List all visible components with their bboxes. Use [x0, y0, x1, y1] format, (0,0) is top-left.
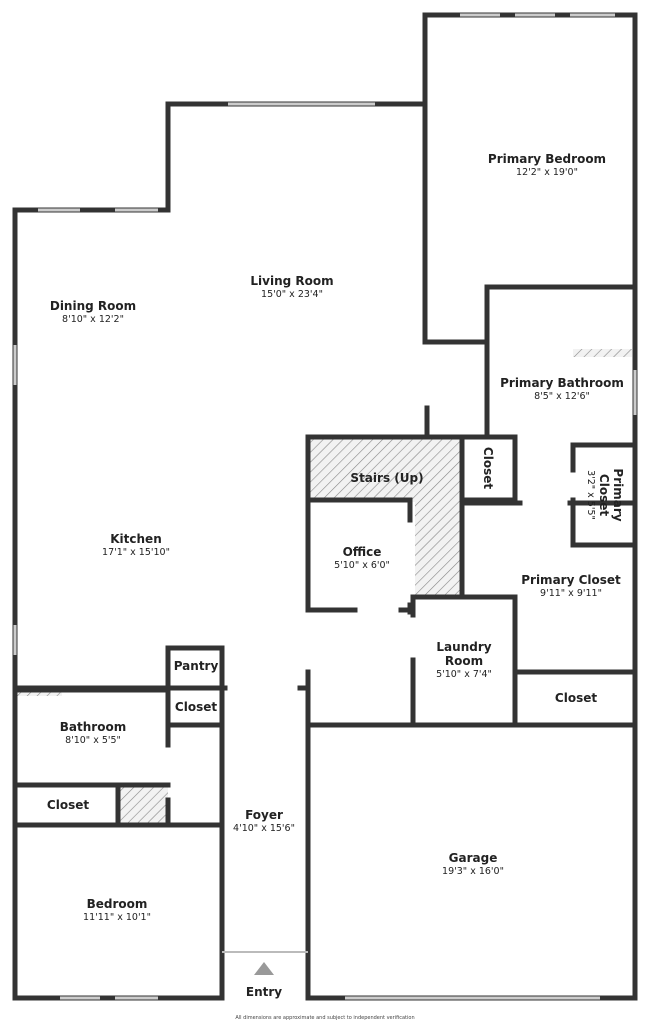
room-name: Stairs (Up) — [350, 471, 424, 485]
room-dims: 8'5" x 12'6" — [534, 391, 590, 402]
room-dims: 9'11" x 9'11" — [540, 588, 602, 599]
room-closet: Closet — [481, 447, 495, 489]
stairs-hatch — [310, 439, 462, 595]
room-name: Closet — [174, 700, 218, 714]
room-name: Primary Closet — [521, 573, 621, 587]
room-name: Foyer — [245, 808, 283, 822]
room-dims: 5'10" x 7'4" — [436, 669, 492, 680]
room-name: Living Room — [250, 274, 334, 288]
room-name: Dining Room — [49, 299, 137, 313]
room-name: Kitchen — [110, 532, 162, 546]
entry-arrow-icon — [254, 962, 274, 975]
room-closet: Closet — [555, 691, 597, 705]
room-name: Garage — [448, 851, 498, 865]
room-name: Laundry Room — [436, 640, 492, 668]
room-name: Primary Bathroom — [500, 376, 624, 390]
room-name: Entry — [245, 985, 283, 999]
room-pantry: Pantry — [174, 659, 219, 673]
room-dims: 5'10" x 6'0" — [334, 560, 390, 571]
room-dims: 15'0" x 23'4" — [261, 289, 323, 300]
room-name: Closet — [554, 691, 598, 705]
room-dims: 4'10" x 15'6" — [233, 823, 295, 834]
room-name: Office — [342, 545, 382, 559]
room-name: Closet — [46, 798, 90, 812]
room-closet: Closet — [175, 700, 217, 714]
room-dims: 8'10" x 5'5" — [65, 735, 121, 746]
room-name: Bedroom — [86, 897, 148, 911]
room-entry: Entry — [246, 985, 282, 999]
room-name: Bathroom — [59, 720, 127, 734]
room-name: Primary Closet — [597, 468, 625, 522]
room-dims: 11'11" x 10'1" — [83, 912, 151, 923]
windows — [13, 13, 637, 1000]
room-name: Primary Bedroom — [487, 152, 607, 166]
room-dims: 3'2" x 5'5" — [585, 470, 596, 520]
disclaimer: All dimensions are approximate and subje… — [235, 1015, 415, 1021]
room-dims: 8'10" x 12'2" — [62, 314, 124, 325]
room-name: Closet — [481, 446, 495, 490]
room-name: Pantry — [173, 659, 219, 673]
closet-hatch — [120, 787, 168, 823]
room-dims: 12'2" x 19'0" — [516, 167, 578, 178]
room-dims: 19'3" x 16'0" — [442, 866, 504, 877]
room-dims: 17'1" x 15'10" — [102, 547, 170, 558]
vanity-hatch — [573, 349, 632, 357]
room-closet: Closet — [47, 798, 89, 812]
room-stairs: Stairs (Up) — [350, 471, 423, 485]
counter-hatch — [17, 690, 62, 696]
